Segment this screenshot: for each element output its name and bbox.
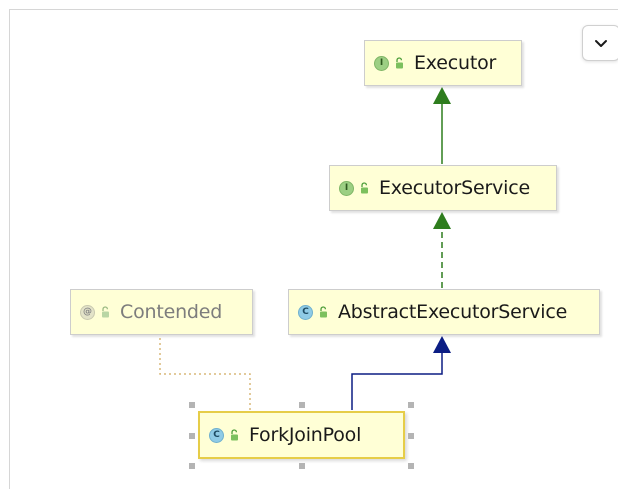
resize-handle-top-center[interactable] xyxy=(299,402,305,408)
class-icon: C xyxy=(209,427,224,443)
node-abstract-executor-service[interactable]: C AbstractExecutorService xyxy=(288,289,600,335)
node-executor-service[interactable]: I ExecutorService xyxy=(329,165,557,211)
resize-handle-middle-left[interactable] xyxy=(189,433,195,439)
class-icon: C xyxy=(298,304,313,320)
resize-handle-middle-right[interactable] xyxy=(408,433,414,439)
public-visibility-icon xyxy=(100,306,111,318)
public-visibility-icon xyxy=(359,182,370,194)
arrowhead-executorservice xyxy=(433,212,451,229)
diagram-canvas xyxy=(9,9,618,489)
resize-handle-bottom-left[interactable] xyxy=(189,463,195,469)
node-label: ForkJoinPool xyxy=(249,424,362,446)
annotation-icon: @ xyxy=(80,304,95,320)
collapse-button[interactable] xyxy=(582,25,618,61)
resize-handle-bottom-center[interactable] xyxy=(299,463,305,469)
node-executor[interactable]: I Executor xyxy=(364,40,522,86)
edge-forkjoinpool-contended xyxy=(159,335,251,415)
node-fork-join-pool[interactable]: C ForkJoinPool xyxy=(198,411,405,459)
resize-handle-bottom-right[interactable] xyxy=(408,463,414,469)
node-label: Executor xyxy=(414,52,497,74)
arrowhead-executor xyxy=(433,87,451,104)
resize-handle-top-right[interactable] xyxy=(408,402,414,408)
interface-icon: I xyxy=(339,180,354,196)
node-label: AbstractExecutorService xyxy=(338,301,568,323)
node-label: ExecutorService xyxy=(379,177,530,199)
public-visibility-icon xyxy=(394,57,405,69)
chevron-down-icon xyxy=(594,39,608,48)
node-label: Contended xyxy=(120,301,223,323)
interface-icon: I xyxy=(374,55,389,71)
edge-forkjoinpool-abstractexecutorservice xyxy=(351,353,443,410)
public-visibility-icon xyxy=(318,306,329,318)
resize-handle-top-left[interactable] xyxy=(189,402,195,408)
arrowhead-abstractexecutorservice xyxy=(433,336,451,353)
public-visibility-icon xyxy=(229,429,240,441)
node-contended[interactable]: @ Contended xyxy=(70,289,253,335)
